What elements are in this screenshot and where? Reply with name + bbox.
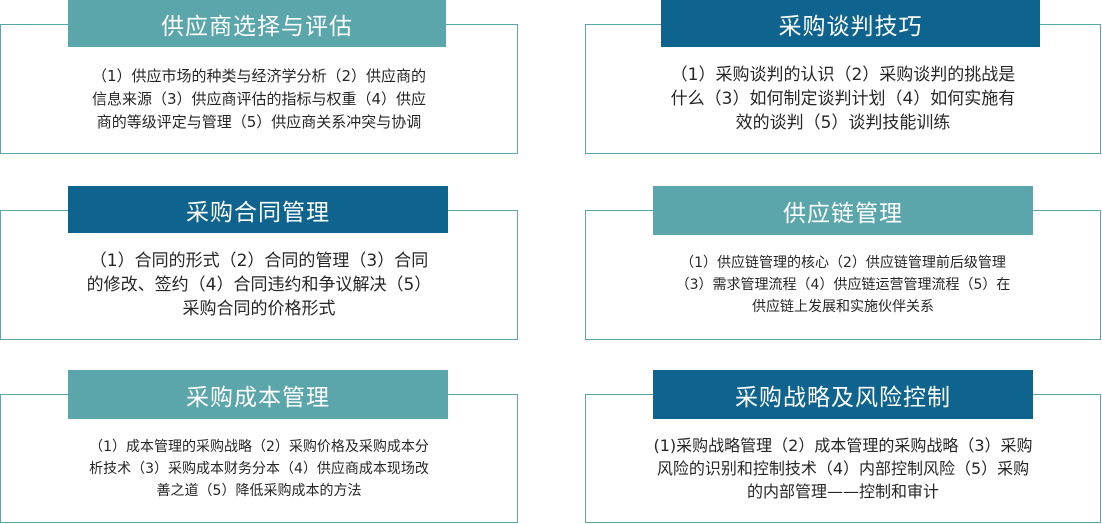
description-line: 采购合同的价格形式 — [182, 299, 336, 319]
module-title-banner: 采购成本管理 — [68, 370, 448, 419]
description-line: （1）成本管理的采购战略（2）采购价格及采购成本分 — [89, 438, 429, 455]
description-line: 析技术（3）采购成本财务分本（4）供应商成本现场改 — [89, 460, 429, 477]
module-description: （1）采购谈判的认识（2）采购谈判的挑战是 什么（3）如何制定谈判计划（4）如何… — [586, 45, 1100, 153]
module-title: 供应商选择与评估 — [161, 13, 353, 40]
module-title: 供应链管理 — [783, 200, 903, 227]
description-line: （1）合同的形式（2）合同的管理（3）合同 — [89, 251, 429, 271]
module-description: (1)采购战略管理（2）成本管理的采购战略（3）采购 风险的识别和控制技术（4）… — [586, 415, 1100, 522]
module-title: 采购合同管理 — [186, 199, 330, 226]
description-line: （1）供应市场的种类与经济学分析（2）供应商的 — [91, 66, 427, 85]
module-title-banner: 采购战略及风险控制 — [653, 370, 1033, 419]
module-description: （1）供应链管理的核心（2）供应链管理前后级管理 （3）需求管理流程（4）供应链… — [586, 231, 1100, 339]
description-line: 信息来源（3）供应商评估的指标与权重（4）供应 — [91, 89, 427, 108]
description-line: 的内部管理——控制和审计 — [746, 482, 939, 501]
module-description: （1）成本管理的采购战略（2）采购价格及采购成本分 析技术（3）采购成本财务分本… — [1, 415, 517, 522]
module-title-banner: 供应链管理 — [653, 186, 1033, 235]
description-line: 商的等级评定与管理（5）供应商关系冲突与协调 — [96, 112, 422, 131]
description-line: （3）需求管理流程（4）供应链运营管理流程（5）在 — [675, 277, 1011, 293]
module-title-banner: 采购合同管理 — [68, 186, 448, 233]
module-title: 采购谈判技巧 — [778, 13, 923, 40]
description-line: (1)采购战略管理（2）成本管理的采购战略（3）采购 — [653, 436, 1033, 455]
description-line: 善之道（5）降低采购成本的方法 — [156, 482, 362, 499]
description-line: （1）供应链管理的核心（2）供应链管理前后级管理 — [680, 255, 1006, 271]
module-title-banner: 采购谈判技巧 — [661, 0, 1040, 47]
module-description: （1）供应市场的种类与经济学分析（2）供应商的 信息来源（3）供应商评估的指标与… — [1, 45, 517, 153]
module-title-banner: 供应商选择与评估 — [68, 0, 446, 47]
description-line: （1）采购谈判的认识（2）采购谈判的挑战是 — [670, 65, 1016, 85]
module-title: 采购成本管理 — [186, 384, 330, 411]
description-line: 供应链上发展和实施伙伴关系 — [751, 299, 934, 315]
description-line: 风险的识别和控制技术（4）内部控制风险（5）采购 — [656, 459, 1030, 478]
module-title: 采购战略及风险控制 — [735, 384, 951, 411]
module-description: （1）合同的形式（2）合同的管理（3）合同 的修改、签约（4）合同违约和争议解决… — [1, 231, 517, 339]
description-line: 什么（3）如何制定谈判计划（4）如何实施有 — [670, 89, 1016, 109]
description-line: 效的谈判（5）谈判技能训练 — [735, 113, 951, 133]
description-line: 的修改、签约（4）合同违约和争议解决（5） — [86, 275, 432, 295]
